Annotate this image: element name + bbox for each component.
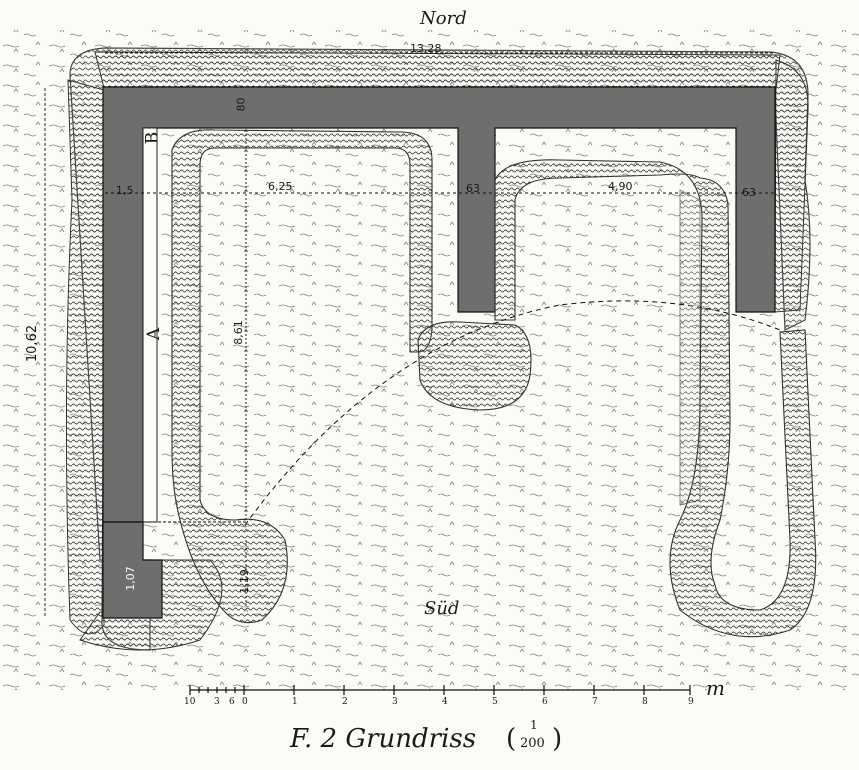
scale-tick: 0 [242,697,248,707]
west-room-width-label: 6,25 [268,180,293,193]
trench-west [171,129,433,624]
dimension-lines [44,52,775,618]
middle-wall-label: 63 [466,182,480,195]
overall-width-label: 13,28 [410,42,442,55]
overall-height-label: 10,62 [25,324,41,363]
north-label: Nord [420,8,467,29]
room-b-interior-strip [142,127,158,523]
scale-tick: 4 [442,697,448,707]
east-rubble-band [774,59,809,313]
paper-clearing-caption [0,690,859,770]
west-wall-label: 1,5 [116,184,134,197]
north-wall-label: 80 [234,97,248,112]
south-stub-width-label: 1,07 [123,566,137,591]
north-rubble-band [94,51,781,91]
east-wall-label: 63 [742,186,756,199]
south-label: Süd [424,598,460,619]
scale-tick: 6 [542,697,548,707]
caption-main: F. 2 Grundriss [290,724,477,754]
room-a-label: A [144,327,165,341]
dashed-arc-line [244,300,781,526]
trench-east-inner [679,189,701,506]
trench-middle-pit [417,321,532,411]
caption-scale-numerator: 1 [530,718,538,732]
caption-paren-close: ) [552,724,563,754]
east-room-width-label: 4,90 [608,180,633,193]
west-rubble-band [65,79,105,635]
scale-tick: 6 [229,697,235,707]
scale-tick: 3 [392,697,398,707]
scale-tick: 2 [342,697,348,707]
scale-tick: 7 [592,697,598,707]
caption-paren-open: ( [506,724,517,754]
scale-tick: 3 [214,697,220,707]
scale-tick: 1 [292,697,298,707]
room-b-label: B [142,131,163,145]
scale-bar [189,685,691,695]
scale-unit-label: m [706,676,725,700]
caption-scale-denominator: 200 [520,736,545,751]
scale-bar-ticks: 10 3 6 0 1 2 3 4 5 6 7 8 9 [184,697,704,711]
south-stub-height-label: 1,19 [237,569,251,594]
west-room-depth-label: 8,61 [231,320,245,345]
scale-tick: 9 [688,697,694,707]
scale-tick: 8 [642,697,648,707]
scale-tick: 10 [184,697,196,707]
scale-tick: 5 [492,697,498,707]
